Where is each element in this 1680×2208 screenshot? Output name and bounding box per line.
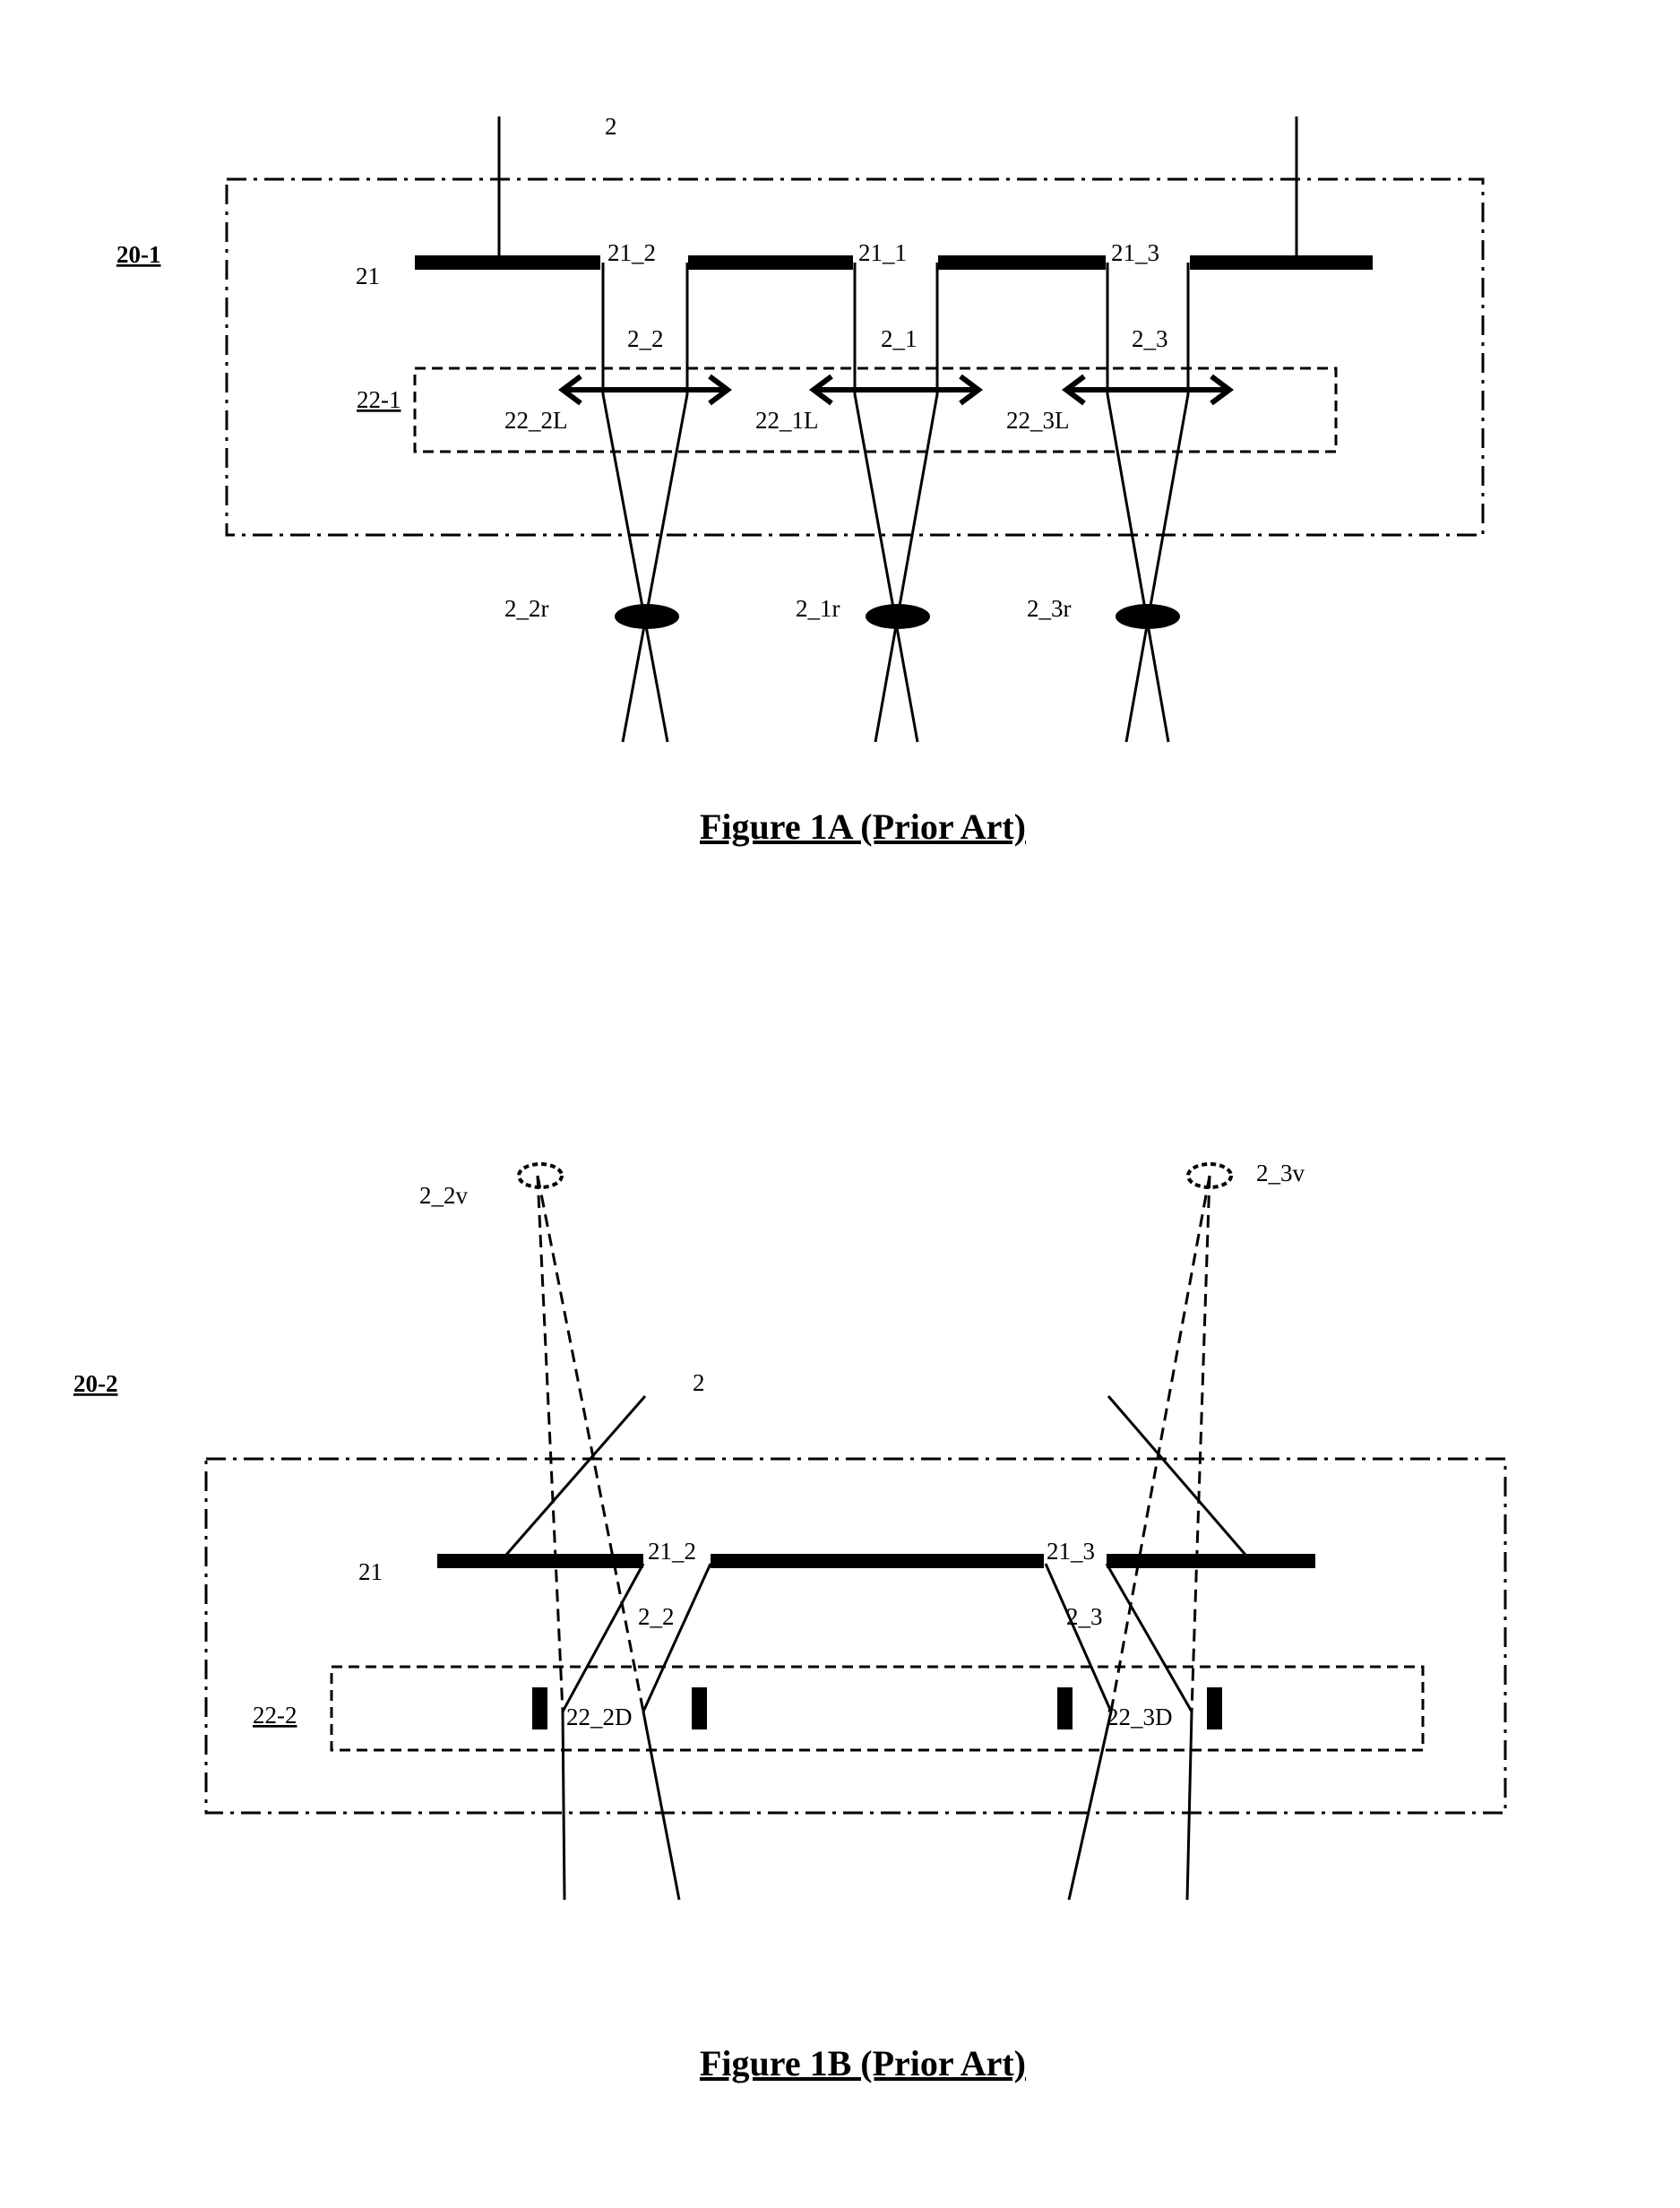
primary-beam-label: 2: [693, 1369, 705, 1396]
focus-label: 2_3r: [1027, 595, 1072, 622]
lens-array-ref: 22-1: [357, 386, 401, 413]
virtual-source-projection: [538, 1176, 643, 1712]
beamlet-2-2: [563, 1564, 711, 1900]
virtual-source-label: 2_2v: [419, 1182, 469, 1209]
beamlet-label: 2_1: [881, 325, 918, 352]
deflector-electrode: [692, 1687, 707, 1729]
beamlet-label: 2_3: [1066, 1603, 1103, 1630]
virtual-source-projection: [1111, 1176, 1210, 1712]
lens-arrow: [814, 376, 978, 403]
device-ref-20-2: 20-2: [73, 1370, 118, 1397]
deflector-electrode: [1057, 1687, 1073, 1729]
virtual-source-label: 2_3v: [1256, 1160, 1305, 1186]
deflector-label: 22_3D: [1107, 1703, 1173, 1730]
deflector-array-ref: 22-2: [253, 1702, 297, 1729]
primary-beam-right-edge: [1108, 1396, 1245, 1555]
slot-label: 21_3: [1047, 1538, 1095, 1565]
slot-label: 21_1: [858, 239, 907, 266]
focus-spot: [866, 604, 930, 629]
primary-beam-left-edge: [506, 1396, 645, 1555]
aperture-plate-label: 21: [358, 1558, 383, 1585]
primary-beam-label: 2: [605, 113, 617, 140]
beamlet-label: 2_3: [1132, 325, 1168, 352]
lens-arrow: [1066, 376, 1229, 403]
aperture-plate-label: 21: [356, 263, 380, 289]
deflector-electrode: [1207, 1687, 1222, 1729]
slot-label: 21_3: [1111, 239, 1159, 266]
device-ref-20-1: 20-1: [116, 241, 161, 268]
focus-spot: [615, 604, 679, 629]
slot-label: 21_2: [607, 239, 656, 266]
focus-label: 2_2r: [504, 595, 549, 622]
focus-spot: [1116, 604, 1180, 629]
deflector-electrode: [532, 1687, 547, 1729]
beamlet-label: 2_2: [627, 325, 664, 352]
beamlet-label: 2_2: [638, 1603, 675, 1630]
beamlet-2-3: [1046, 1564, 1192, 1900]
device-boundary: [206, 1459, 1505, 1813]
figure-1b: 20-2 2 21 21_2 21_3 2_2 2_3 22-2 22_2D 2…: [73, 1160, 1505, 2083]
deflector-array-boundary: [332, 1667, 1423, 1750]
figure-1a: 20-1 2 21 21_2 21_1 21_3 2_2 2_1 2_3 22-…: [116, 113, 1483, 847]
slot-label: 21_2: [648, 1538, 696, 1565]
lens-arrow: [563, 376, 728, 403]
deflector-label: 22_2D: [566, 1703, 633, 1730]
focus-label: 2_1r: [796, 595, 840, 622]
lens-label: 22_3L: [1006, 407, 1070, 434]
figure-caption: Figure 1A (Prior Art): [700, 806, 1026, 847]
lens-label: 22_2L: [504, 407, 568, 434]
lens-label: 22_1L: [755, 407, 819, 434]
figure-caption: Figure 1B (Prior Art): [700, 2043, 1026, 2083]
